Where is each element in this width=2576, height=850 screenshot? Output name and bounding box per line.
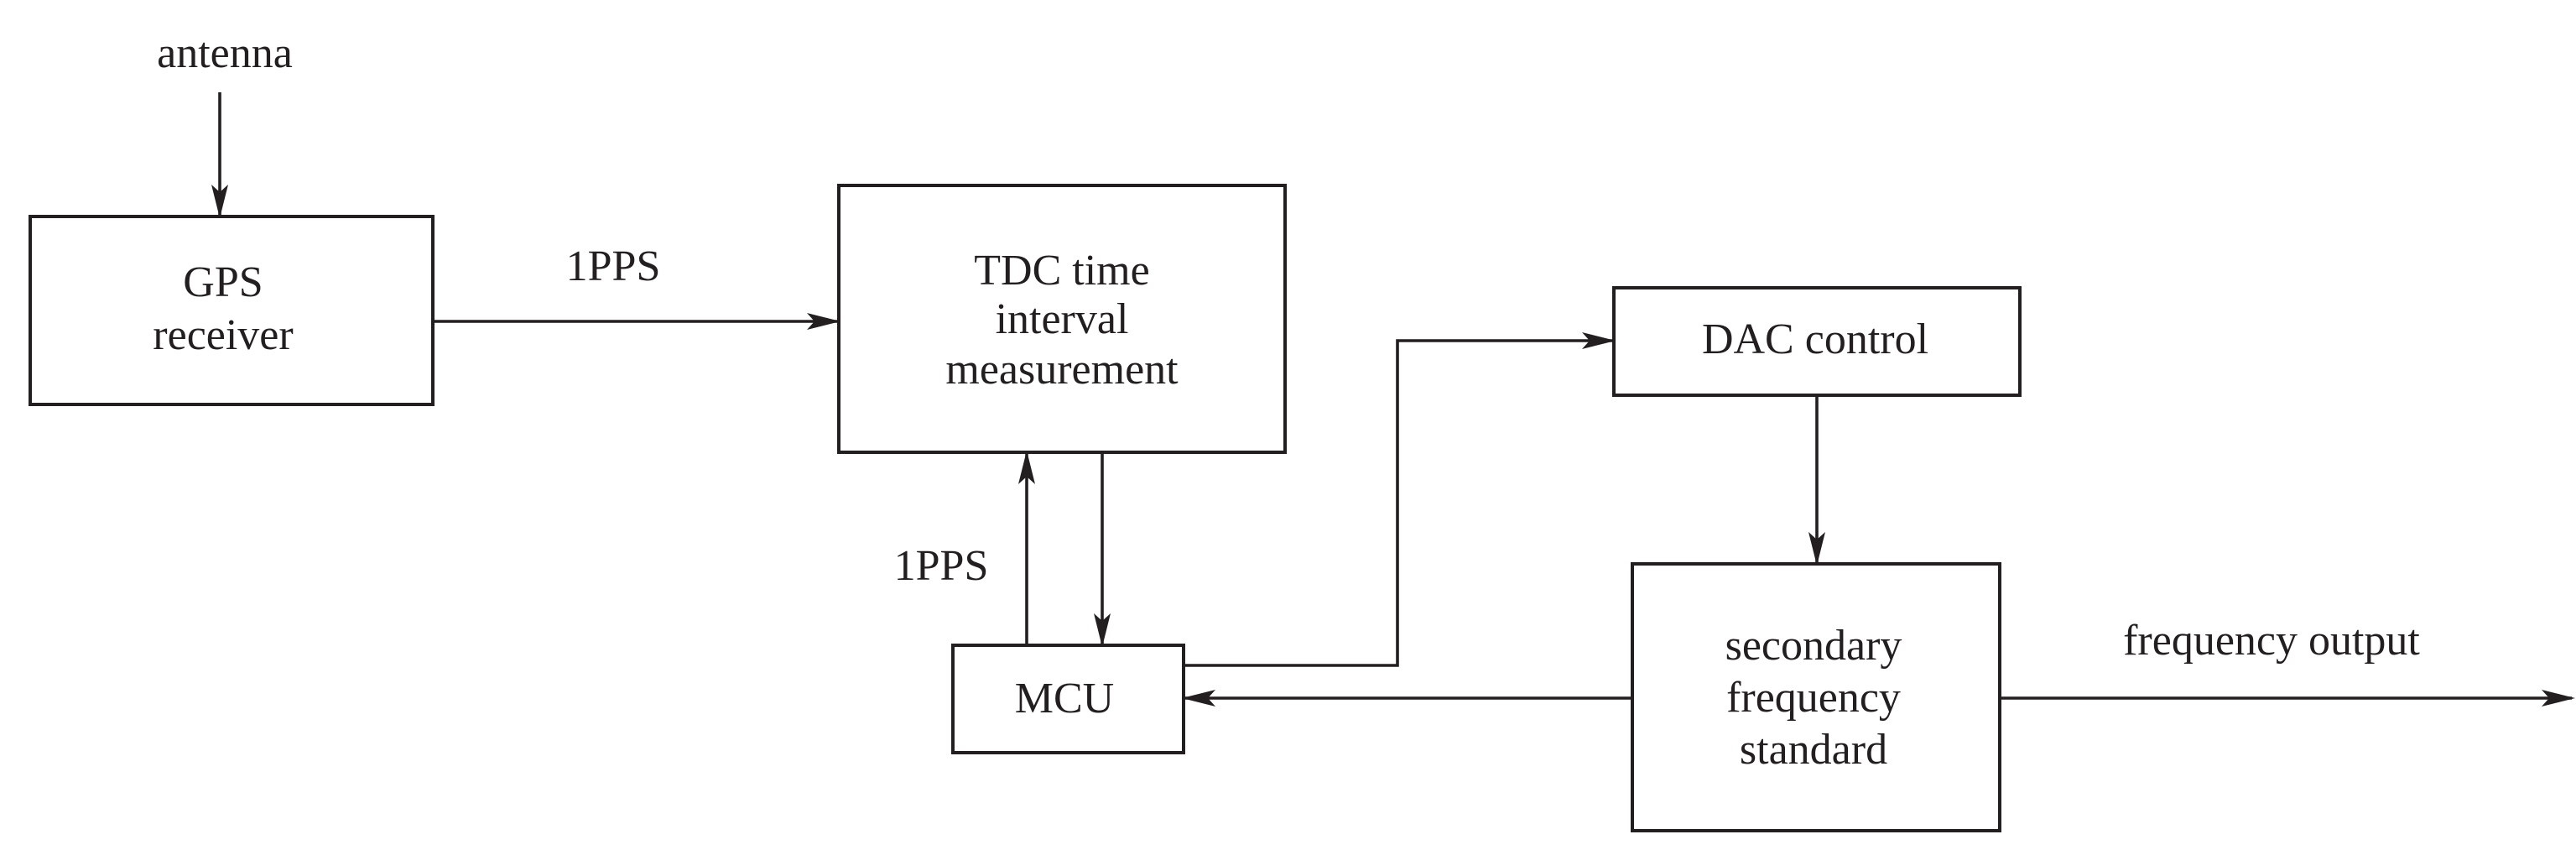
- mcu-box: [951, 644, 1185, 754]
- dac-control-label: DAC control: [1702, 315, 1928, 363]
- tdc-label-line3: measurement: [945, 346, 1179, 394]
- gps-receiver-label-line2: receiver: [153, 311, 293, 359]
- standard-label-line1: secondary: [1725, 622, 1902, 670]
- tdc-measurement-box: [837, 184, 1287, 454]
- dac-control-box: [1612, 286, 2022, 397]
- pps-left-label: 1PPS: [894, 542, 989, 590]
- standard-label-line3: standard: [1740, 726, 1887, 774]
- antenna-label: antenna: [157, 29, 293, 77]
- tdc-label-line2: interval: [996, 295, 1129, 343]
- standard-label-line2: frequency: [1726, 674, 1901, 722]
- gps-receiver-box: [29, 215, 435, 406]
- tdc-label-line1: TDC time: [974, 247, 1149, 295]
- frequency-output-label: frequency output: [2123, 617, 2420, 665]
- gps-receiver-label-line1: GPS: [183, 258, 263, 306]
- mcu-label: MCU: [1015, 675, 1114, 722]
- pps-top-label: 1PPS: [566, 242, 661, 290]
- mcu-to-dac-arrow: [1184, 332, 1616, 667]
- secondary-frequency-standard-box: [1631, 562, 2001, 832]
